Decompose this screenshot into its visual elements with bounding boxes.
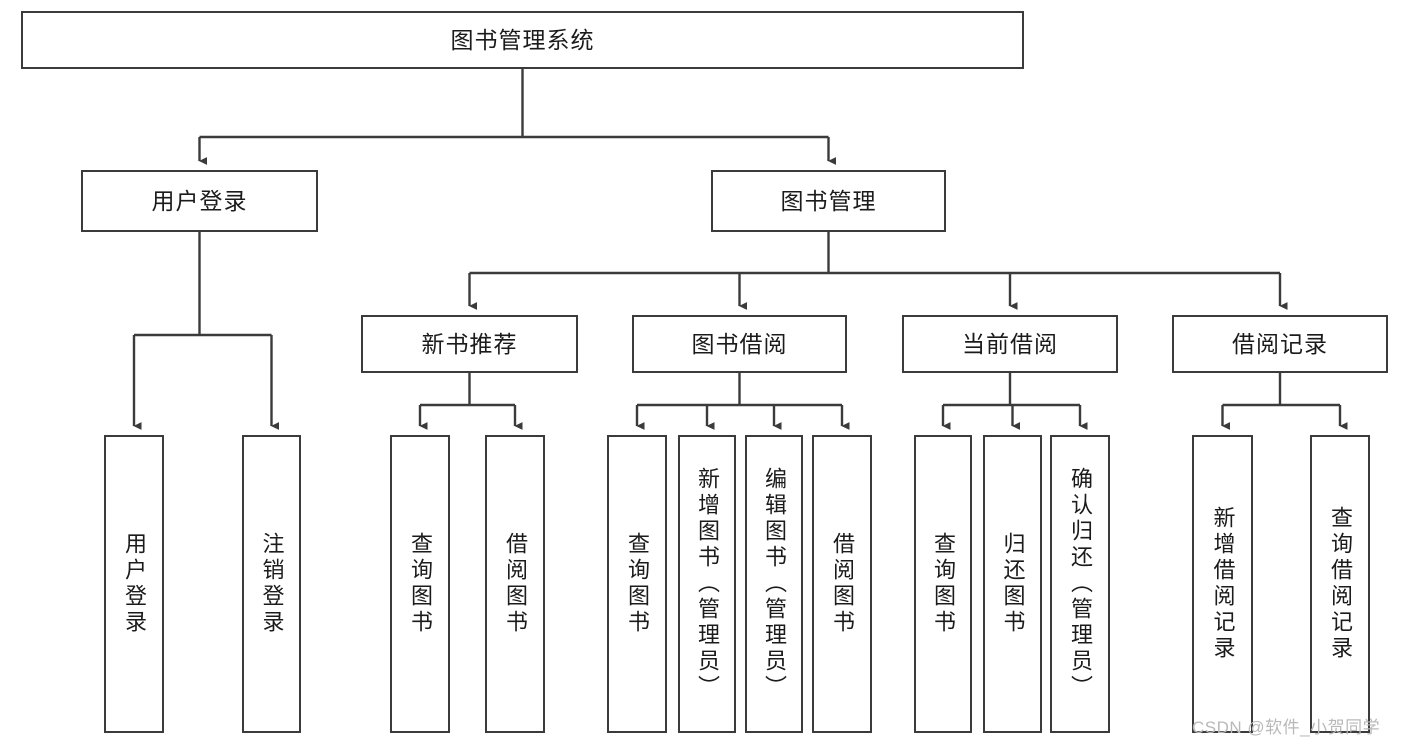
node-login[interactable]: 用户登录 — [81, 170, 318, 232]
node-label: 查询图书 — [408, 532, 433, 636]
node-label: 归还图书 — [1000, 532, 1026, 636]
node-label: 编辑图书（管理员） — [762, 467, 787, 701]
csdn-watermark: CSDN @软件_小贺同学 — [1192, 718, 1381, 737]
edge-bus-login — [134, 232, 272, 337]
edge-bus-newbook — [420, 373, 515, 407]
node-label: 借阅图书 — [503, 532, 528, 636]
node-label: 新增借阅记录 — [1210, 506, 1236, 662]
edge-bus-record — [1222, 373, 1340, 407]
edge-bus-borrow — [637, 373, 842, 407]
node-label: 借阅记录 — [1232, 330, 1328, 357]
node-label: 查询借阅记录 — [1328, 506, 1353, 662]
node-login-1[interactable]: 用户登录 — [104, 435, 164, 733]
node-current[interactable]: 当前借阅 — [902, 315, 1118, 373]
node-label: 图书管理系统 — [450, 26, 595, 53]
node-label: 图书管理 — [780, 187, 877, 214]
node-record[interactable]: 借阅记录 — [1172, 315, 1388, 373]
node-label: 确认归还（管理员） — [1068, 467, 1093, 701]
node-newbook-1[interactable]: 查询图书 — [390, 435, 450, 733]
node-label: 查询图书 — [625, 532, 650, 636]
node-record-1[interactable]: 新增借阅记录 — [1192, 435, 1253, 733]
node-label: 新书推荐 — [421, 330, 518, 357]
edge-bus-bookmgmt — [469, 232, 1280, 275]
edge-bus-current — [943, 373, 1080, 407]
node-label: 用户登录 — [151, 187, 248, 214]
node-login-2[interactable]: 注销登录 — [242, 435, 301, 733]
edge-bus-root — [199, 69, 829, 139]
node-borrow-2[interactable]: 新增图书（管理员） — [678, 435, 736, 733]
node-label: 当前借阅 — [962, 330, 1058, 357]
node-bookmgmt[interactable]: 图书管理 — [711, 170, 946, 232]
node-borrow-3[interactable]: 编辑图书（管理员） — [745, 435, 803, 733]
node-record-2[interactable]: 查询借阅记录 — [1310, 435, 1370, 733]
node-root[interactable]: 图书管理系统 — [21, 11, 1024, 69]
node-borrow-1[interactable]: 查询图书 — [607, 435, 667, 733]
node-newbook[interactable]: 新书推荐 — [361, 315, 578, 373]
node-label: 新增图书（管理员） — [695, 467, 720, 701]
node-current-1[interactable]: 查询图书 — [914, 435, 972, 733]
node-borrow[interactable]: 图书借阅 — [632, 315, 847, 373]
node-label: 查询图书 — [931, 532, 956, 636]
node-label: 借阅图书 — [830, 532, 855, 636]
node-current-3[interactable]: 确认归还（管理员） — [1050, 435, 1110, 733]
node-label: 用户登录 — [122, 532, 147, 636]
node-label: 注销登录 — [259, 532, 285, 636]
node-borrow-4[interactable]: 借阅图书 — [812, 435, 872, 733]
node-current-2[interactable]: 归还图书 — [983, 435, 1042, 733]
node-newbook-2[interactable]: 借阅图书 — [485, 435, 545, 733]
node-label: 图书借阅 — [691, 330, 788, 357]
